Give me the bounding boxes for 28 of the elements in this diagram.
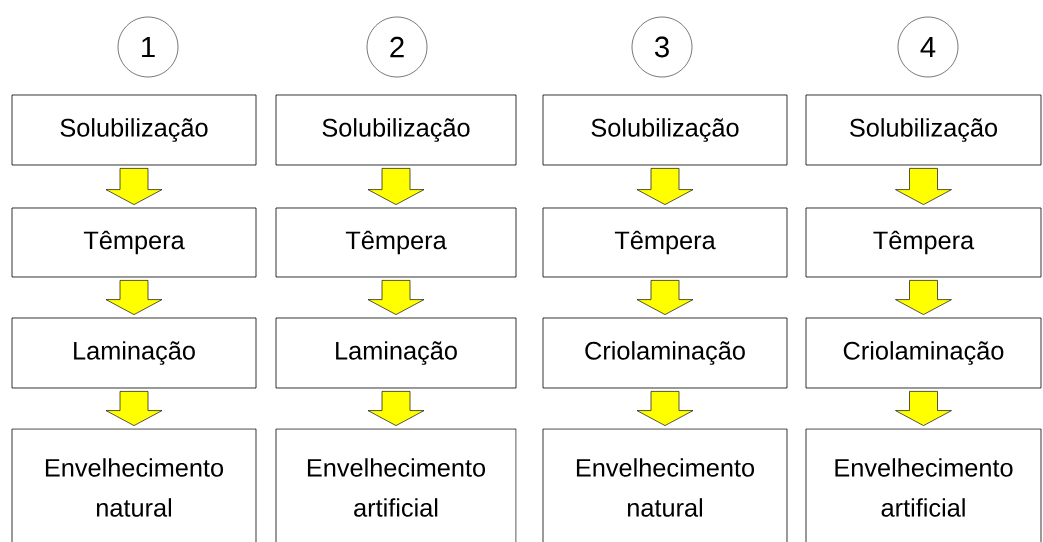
step-box: Solubilização	[275, 94, 517, 166]
step-box: Solubilização	[805, 94, 1042, 166]
step-box: Têmpera	[11, 207, 257, 278]
step-box: Solubilização	[542, 94, 788, 166]
step-box: Criolaminação	[542, 317, 788, 389]
arrow	[895, 168, 952, 205]
arrow	[636, 168, 694, 205]
arrow	[105, 168, 163, 205]
step-box: Envelhecimento natural	[542, 428, 788, 542]
arrow	[367, 391, 425, 426]
step-box: Criolaminação	[805, 317, 1042, 389]
step-box: Envelhecimento artificial	[805, 428, 1042, 542]
step-box: Envelhecimento natural	[11, 428, 257, 542]
step-box: Têmpera	[542, 207, 788, 278]
step-box: Laminação	[275, 317, 517, 389]
step-box: Envelhecimento artificial	[275, 428, 517, 542]
arrow	[895, 280, 952, 315]
step-box: Laminação	[11, 317, 257, 389]
arrow	[105, 391, 163, 426]
arrow	[367, 280, 425, 315]
arrow	[105, 280, 163, 315]
arrow	[636, 280, 694, 315]
step-box: Têmpera	[805, 207, 1042, 278]
step-box: Solubilização	[11, 94, 257, 166]
arrow	[895, 391, 952, 426]
arrow	[636, 391, 694, 426]
step-box: Têmpera	[275, 207, 517, 278]
arrow	[367, 168, 425, 205]
